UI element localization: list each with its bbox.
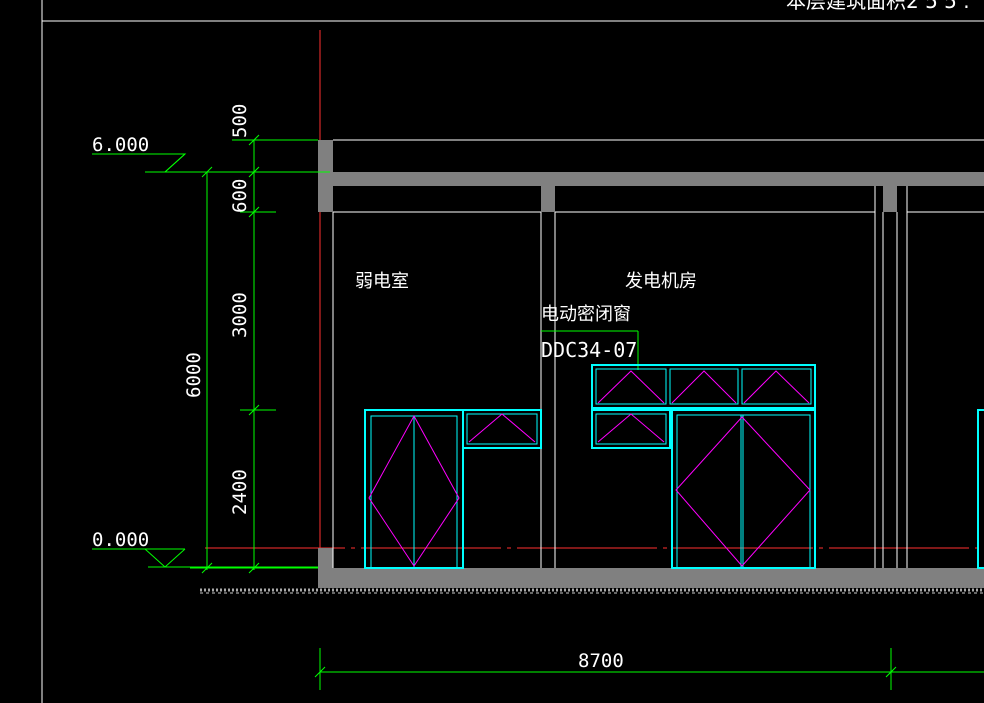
door-generator — [671, 409, 816, 569]
drawing-border — [41, 0, 984, 703]
level-label-top: 6.000 — [92, 134, 149, 156]
structure — [318, 140, 984, 568]
window-code: DDC34-07 — [541, 338, 637, 362]
dim-500: 500 — [229, 104, 251, 138]
window-small-left — [462, 409, 542, 449]
vertical-dimension-labels: 500 600 3000 2400 6000 — [183, 104, 251, 515]
dim-600: 600 — [229, 179, 251, 213]
dim-2400: 2400 — [229, 469, 251, 515]
door-right-partial — [977, 409, 984, 569]
room-label-generator: 发电机房 — [625, 271, 697, 292]
level-label-ground: 0.000 — [92, 529, 149, 551]
window-note: 电动密闭窗 — [541, 304, 631, 325]
door-left — [364, 409, 464, 569]
window-upper-band — [591, 364, 816, 409]
room-label-weak-current: 弱电室 — [355, 271, 409, 292]
dim-3000: 3000 — [229, 292, 251, 338]
area-note-fragment: 本层建筑面积2 5 5 . — [786, 0, 970, 13]
level-marker-ground: 0.000 — [92, 529, 318, 568]
dim-8700: 8700 — [578, 650, 624, 672]
window-callout-leader — [541, 330, 639, 370]
horizontal-dimension — [314, 648, 984, 690]
vertical-dimensions — [190, 134, 318, 574]
floor-slab — [200, 568, 984, 594]
window-generator-left — [591, 409, 671, 449]
dim-6000: 6000 — [183, 352, 205, 398]
wall-lines — [332, 139, 984, 568]
